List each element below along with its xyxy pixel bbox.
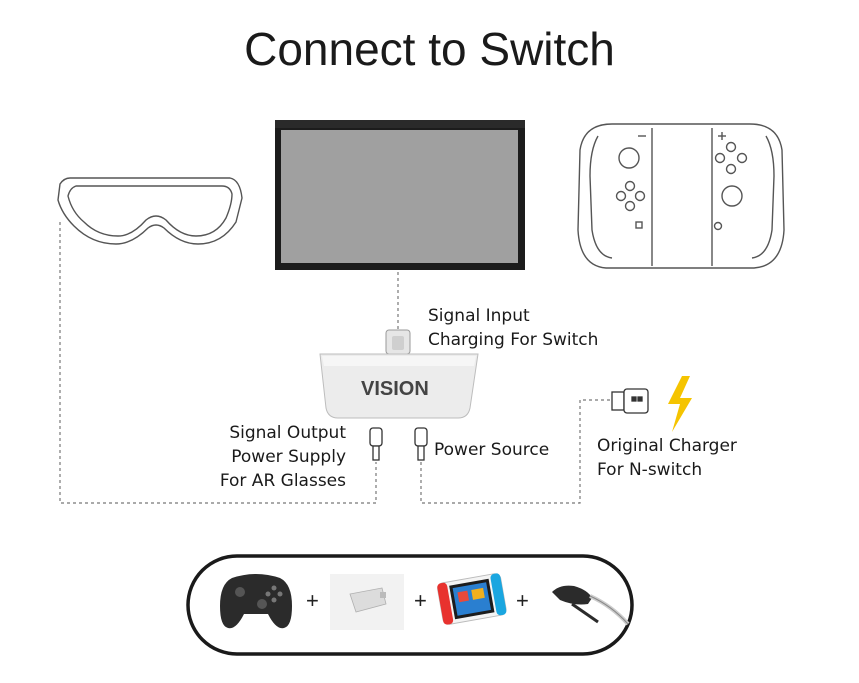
power-source-label: Power Source: [434, 440, 550, 460]
page-title: Connect to Switch: [244, 23, 615, 75]
signal-output-line-3: For AR Glasses: [219, 471, 346, 491]
switch-oled-icon: [437, 573, 507, 625]
signal-input-line-1: Signal Input: [428, 306, 530, 326]
plus-sign-2: +: [414, 588, 427, 613]
controller-grip-outline: [577, 123, 785, 269]
plus-sign-1: +: [306, 588, 319, 613]
product-bundle-bar: [186, 554, 634, 656]
adapter-product-photo: [330, 574, 404, 630]
usb-c-plug-right: [414, 427, 428, 461]
signal-output-line-1: Signal Output: [229, 423, 346, 443]
usb-a-charger-plug: [611, 388, 649, 414]
glasses-cable-line: [59, 222, 377, 504]
signal-input-label: Signal Input Charging For Switch: [428, 304, 598, 352]
pro-controller-icon: [220, 574, 292, 629]
dashed-connection-lines: [59, 222, 612, 504]
vision-adapter: VISION: [319, 329, 479, 419]
adapter-logo-text: VISION: [361, 378, 429, 400]
ar-glasses-product-icon: [552, 585, 630, 626]
original-charger-label: Original Charger For N-switch: [597, 434, 737, 482]
charger-cable-line: [420, 399, 612, 504]
plus-sign-3: +: [516, 588, 529, 613]
lightning-bolt-icon: [668, 376, 692, 432]
ar-glasses-outline: [57, 177, 243, 245]
signal-output-label: Signal Output Power Supply For AR Glasse…: [196, 421, 346, 493]
original-charger-line-2: For N-switch: [597, 460, 703, 480]
original-charger-line-1: Original Charger: [597, 436, 737, 456]
switch-console: [275, 120, 525, 270]
console-screen: [281, 130, 518, 263]
usb-c-plug-left: [369, 427, 383, 461]
signal-input-line-2: Charging For Switch: [428, 330, 599, 350]
signal-output-line-2: Power Supply: [231, 447, 346, 467]
